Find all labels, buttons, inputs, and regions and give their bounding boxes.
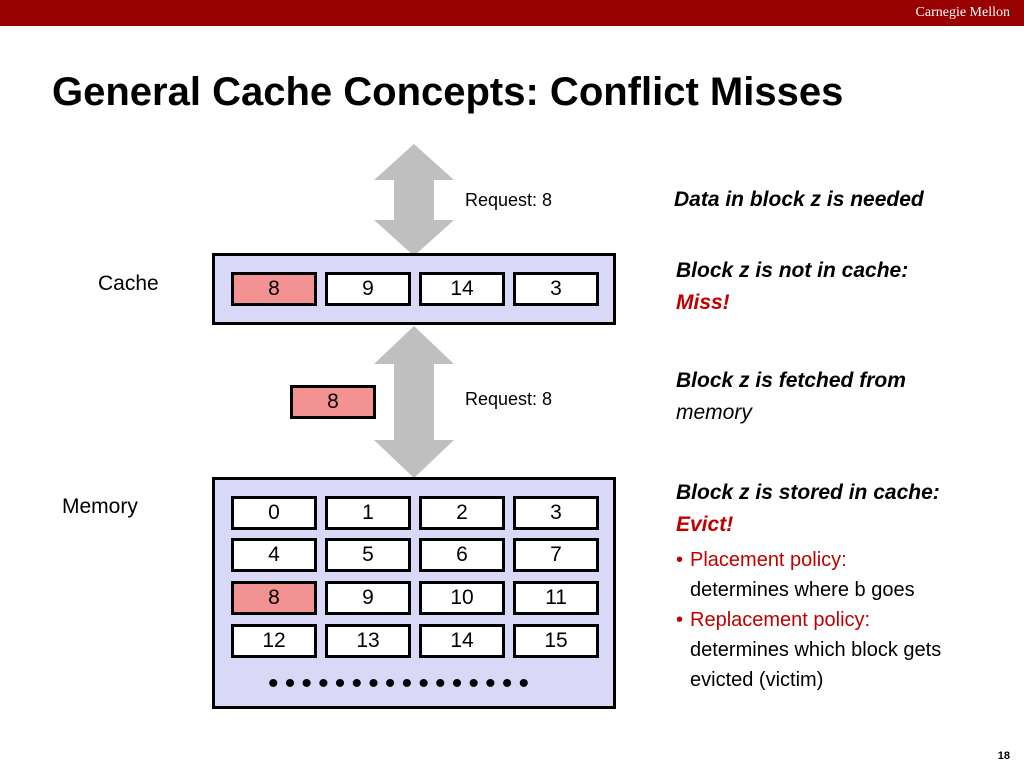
policy-list: Placement policy: determines where b goe… — [676, 545, 960, 695]
cache-block: 8 — [231, 272, 317, 306]
note-fetched-line2: memory — [676, 401, 752, 424]
memory-block: 4 — [231, 538, 317, 572]
fetched-block: 8 — [290, 385, 376, 419]
note-evict: Block z is stored in cache: Evict! — [676, 477, 940, 541]
memory-block: 10 — [419, 581, 505, 615]
page-number: 18 — [997, 750, 1010, 762]
policy-heading: Placement policy: — [690, 549, 847, 571]
note-evict-line2: Evict! — [676, 513, 734, 536]
organization-name: Carnegie Mellon — [915, 5, 1010, 20]
memory-block: 15 — [513, 624, 599, 658]
memory-block: 5 — [325, 538, 411, 572]
top-bar: Carnegie Mellon — [0, 0, 1024, 26]
memory-block: 1 — [325, 496, 411, 530]
slide-title: General Cache Concepts: Conflict Misses — [52, 70, 844, 114]
memory-block: 2 — [419, 496, 505, 530]
memory-block: 0 — [231, 496, 317, 530]
policy-item: Replacement policy: determines which blo… — [676, 605, 960, 695]
memory-block: 14 — [419, 624, 505, 658]
top-double-arrow — [374, 144, 454, 256]
note-miss-line1: Block z is not in cache: — [676, 259, 909, 282]
memory-panel: 0 1 2 3 4 5 6 7 8 9 10 11 12 13 14 15 — [212, 477, 616, 709]
cache-label: Cache — [98, 272, 159, 295]
cache-block: 9 — [325, 272, 411, 306]
memory-block: 8 — [231, 581, 317, 615]
memory-label: Memory — [62, 495, 138, 518]
cache-block: 14 — [419, 272, 505, 306]
policy-description: determines which block gets evicted (vic… — [690, 639, 942, 691]
policy-item: Placement policy: determines where b goe… — [676, 545, 960, 605]
middle-double-arrow — [374, 326, 454, 478]
memory-block: 6 — [419, 538, 505, 572]
memory-block: 12 — [231, 624, 317, 658]
memory-block: 9 — [325, 581, 411, 615]
cache-block: 3 — [513, 272, 599, 306]
note-fetched-line1: Block z is fetched from — [676, 369, 906, 392]
note-miss: Block z is not in cache: Miss! — [676, 255, 908, 319]
note-miss-line2: Miss! — [676, 291, 730, 314]
memory-block: 3 — [513, 496, 599, 530]
note-needed-text: Data in block z is needed — [674, 188, 924, 211]
request-label-top: Request: 8 — [465, 190, 553, 210]
policy-description: determines where b goes — [690, 579, 915, 601]
note-needed: Data in block z is needed — [674, 184, 924, 216]
memory-block: 7 — [513, 538, 599, 572]
policy-heading: Replacement policy: — [690, 609, 871, 631]
note-evict-line1: Block z is stored in cache: — [676, 481, 940, 504]
note-fetched: Block z is fetched from memory — [676, 365, 906, 429]
ellipsis-dots: •••••••••••••••• — [268, 667, 536, 700]
cache-panel: 8 9 14 3 — [212, 253, 616, 325]
request-label-middle: Request: 8 — [465, 389, 553, 409]
memory-block: 13 — [325, 624, 411, 658]
memory-block: 11 — [513, 581, 599, 615]
